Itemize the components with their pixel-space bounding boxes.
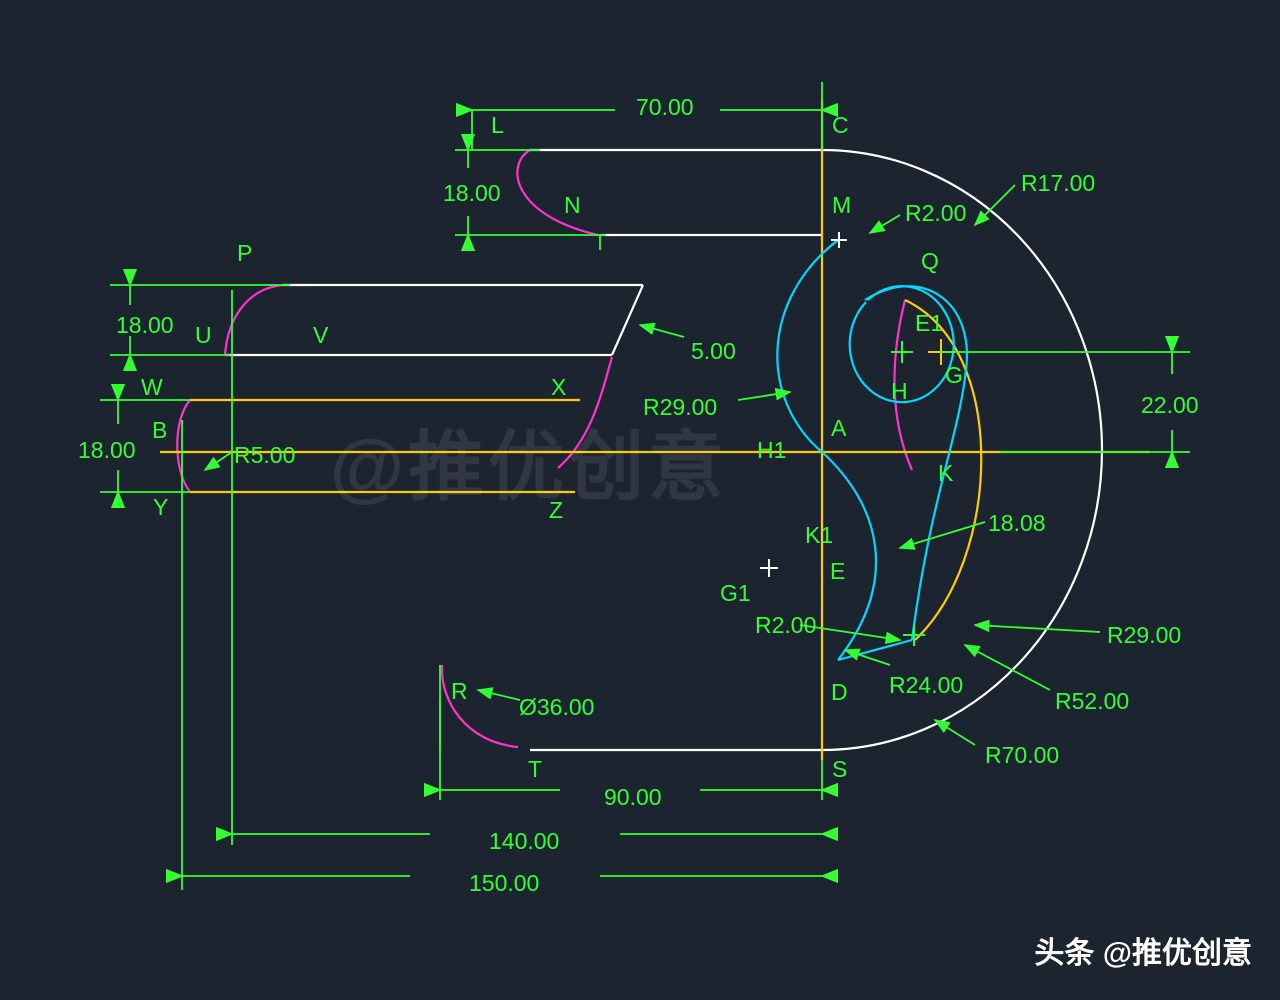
dimension-r29-lower: R29.00 xyxy=(1107,622,1182,648)
point-label-W: W xyxy=(141,374,163,400)
dimension-diameter-36: Ø36.00 xyxy=(519,694,595,720)
dimension-r5: R5.00 xyxy=(234,442,296,468)
point-label-R: R xyxy=(451,678,468,704)
point-label-Y: Y xyxy=(153,494,169,520)
dimension-r29-upper: R29.00 xyxy=(643,394,718,420)
point-label-H1: H1 xyxy=(757,437,787,463)
dimension-70: 70.00 xyxy=(636,94,694,120)
dimension-18-left-lower: 18.00 xyxy=(78,437,136,463)
dimension-5: 5.00 xyxy=(691,338,736,364)
point-label-S: S xyxy=(832,756,848,782)
point-label-Z: Z xyxy=(549,497,564,523)
dimension-18-08: 18.08 xyxy=(988,510,1046,536)
point-label-A: A xyxy=(831,415,847,441)
yellow-geometry xyxy=(160,100,1150,760)
point-label-C: C xyxy=(832,112,849,138)
point-label-X: X xyxy=(551,374,567,400)
dimension-r52: R52.00 xyxy=(1055,688,1130,714)
dimension-r17: R17.00 xyxy=(1021,170,1096,196)
point-label-K: K xyxy=(938,460,954,486)
dimension-r2-top: R2.00 xyxy=(905,200,967,226)
point-label-E1: E1 xyxy=(915,310,944,336)
dimension-r24: R24.00 xyxy=(889,672,964,698)
point-label-G1: G1 xyxy=(720,580,751,606)
point-label-L: L xyxy=(491,112,504,138)
point-label-Q: Q xyxy=(921,248,939,274)
center-cross-markers xyxy=(760,232,954,646)
dimension-18-left-upper: 18.00 xyxy=(116,312,174,338)
dimension-18-top: 18.00 xyxy=(443,180,501,206)
outer-profile-white xyxy=(225,148,1104,752)
dimension-22: 22.00 xyxy=(1141,392,1199,418)
brand-credit: 头条 @推优创意 xyxy=(1034,937,1252,970)
dimension-lines xyxy=(100,82,1190,890)
point-label-H: H xyxy=(891,378,908,404)
dimension-r2-bottom: R2.00 xyxy=(755,612,817,638)
point-label-K1: K1 xyxy=(805,522,834,548)
watermark-text: @推优创意 xyxy=(330,425,729,510)
point-label-V: V xyxy=(313,322,329,348)
point-label-N: N xyxy=(564,192,581,218)
point-label-M: M xyxy=(832,192,852,218)
point-label-E: E xyxy=(830,558,846,584)
point-label-P: P xyxy=(237,240,253,266)
point-label-T: T xyxy=(528,756,543,782)
point-label-U: U xyxy=(195,322,212,348)
dimension-140: 140.00 xyxy=(489,828,560,854)
dimension-90: 90.00 xyxy=(604,784,662,810)
dimension-r70: R70.00 xyxy=(985,742,1060,768)
cyan-geometry xyxy=(776,239,969,662)
point-label-G: G xyxy=(945,362,963,388)
point-label-B: B xyxy=(152,417,168,443)
dimension-150: 150.00 xyxy=(469,870,540,896)
point-label-D: D xyxy=(831,679,848,705)
